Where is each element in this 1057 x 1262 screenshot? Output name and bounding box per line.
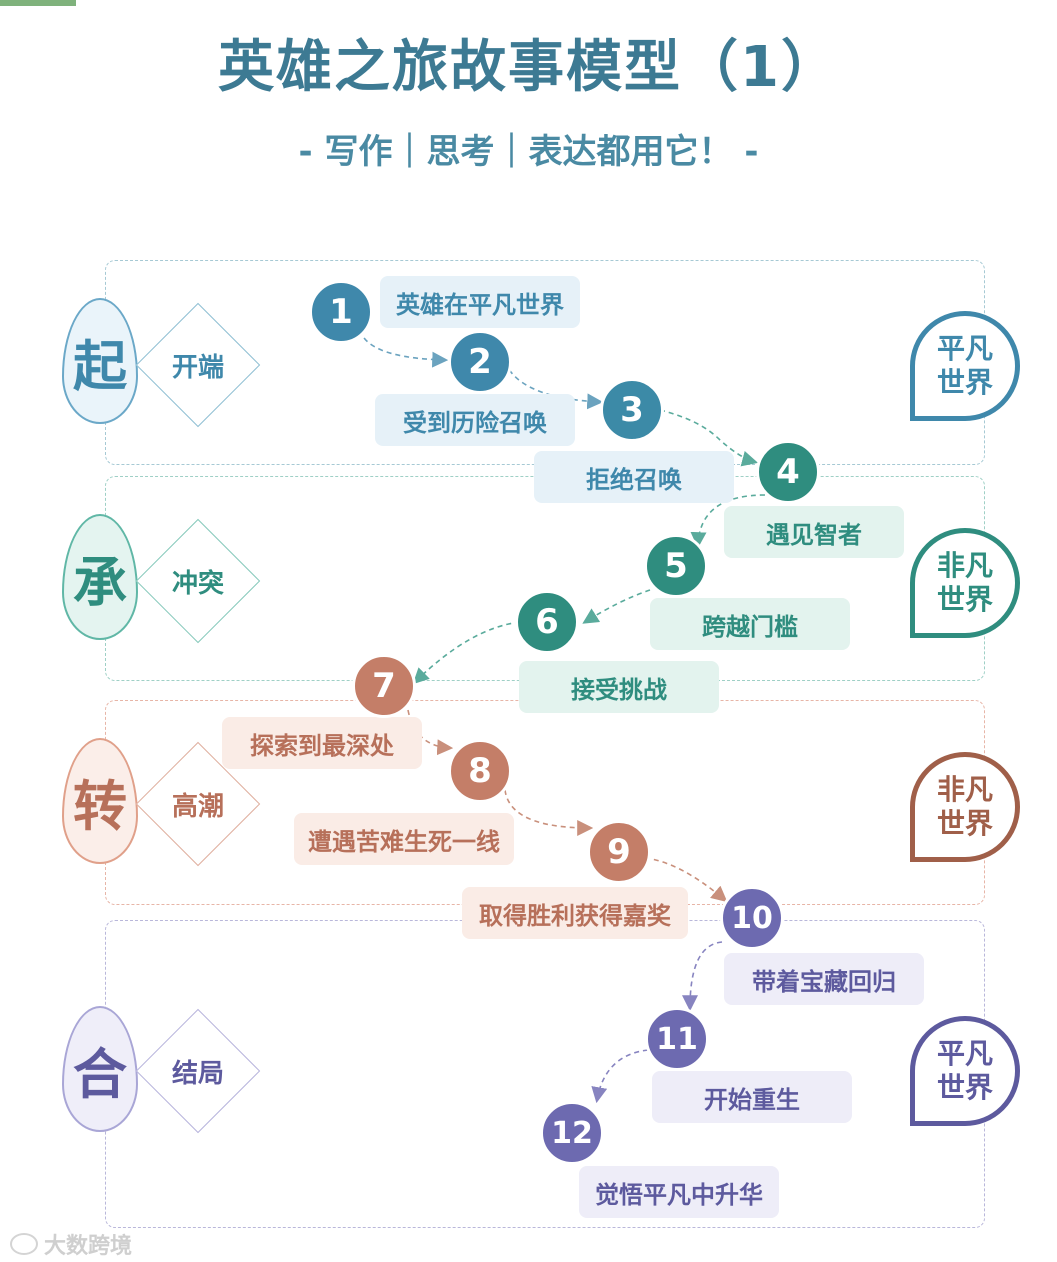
phase-label: 冲突 xyxy=(171,568,224,599)
page-subtitle: - 写作｜思考｜表达都用它！ - xyxy=(298,132,759,172)
connector-1-2 xyxy=(359,329,449,368)
phase-char-zhuan: 转 xyxy=(62,738,138,864)
step-node-6: 6 xyxy=(515,590,579,654)
watermark: 大数跨境 xyxy=(10,1228,132,1260)
page-title: 英雄之旅故事模型（1） xyxy=(218,35,839,100)
phase-diamond-4: 结局 xyxy=(135,1008,261,1134)
connector-10-11 xyxy=(682,941,723,1012)
world-badge-4: 平凡世界 xyxy=(910,1016,1020,1126)
connector-6-7 xyxy=(412,621,521,685)
phase-char-text: 起 xyxy=(73,334,127,398)
step-label-12: 觉悟平凡中升华 xyxy=(579,1166,779,1218)
connector-11-12 xyxy=(591,1049,649,1104)
step-label-8: 遭遇苦难生死一线 xyxy=(294,813,514,865)
phase-char-text: 承 xyxy=(73,550,127,614)
phase-label: 结局 xyxy=(171,1058,224,1089)
step-node-2: 2 xyxy=(448,330,512,394)
watermark-text: 大数跨境 xyxy=(44,1234,133,1259)
world-line-1: 平凡 xyxy=(936,1037,993,1070)
phase-label: 开端 xyxy=(171,352,224,383)
step-node-11: 11 xyxy=(645,1007,709,1071)
step-label-5: 跨越门槛 xyxy=(650,598,850,650)
world-badge-3: 非凡世界 xyxy=(910,752,1020,862)
world-line-2: 世界 xyxy=(936,583,993,616)
phase-char-text: 合 xyxy=(73,1042,127,1106)
world-line-2: 世界 xyxy=(936,1071,993,1104)
step-node-8: 8 xyxy=(448,739,512,803)
connector-3-4 xyxy=(659,409,759,467)
phase-char-text: 转 xyxy=(73,774,127,838)
step-node-9: 9 xyxy=(587,820,651,884)
connector-5-6 xyxy=(582,589,651,624)
weibo-logo-icon xyxy=(10,1233,38,1255)
step-label-2: 受到历险召唤 xyxy=(375,394,575,446)
phase-diamond-1: 开端 xyxy=(135,302,261,428)
connector-4-5 xyxy=(690,494,766,549)
step-label-4: 遇见智者 xyxy=(724,506,904,558)
phase-label: 高潮 xyxy=(171,791,224,822)
phase-diamond-3: 高潮 xyxy=(135,741,261,867)
step-label-7: 探索到最深处 xyxy=(222,717,422,769)
step-node-7: 7 xyxy=(352,654,416,718)
connector-8-9 xyxy=(504,789,594,836)
step-label-1: 英雄在平凡世界 xyxy=(380,276,580,328)
step-node-4: 4 xyxy=(756,440,820,504)
world-line-1: 非凡 xyxy=(936,773,993,806)
phase-char-cheng: 承 xyxy=(62,514,138,640)
step-label-6: 接受挑战 xyxy=(519,661,719,713)
connector-2-3 xyxy=(504,361,604,410)
step-label-3: 拒绝召唤 xyxy=(534,451,734,503)
step-node-3: 3 xyxy=(600,378,664,442)
world-line-1: 平凡 xyxy=(936,332,993,365)
step-label-9: 取得胜利获得嘉奖 xyxy=(462,887,688,939)
corner-accent-tab xyxy=(0,0,76,6)
step-node-1: 1 xyxy=(309,280,373,344)
step-node-12: 12 xyxy=(540,1101,604,1165)
step-label-11: 开始重生 xyxy=(652,1071,852,1123)
connector-9-10 xyxy=(644,857,728,903)
connector-7-8 xyxy=(407,709,454,756)
phase-diamond-2: 冲突 xyxy=(135,518,261,644)
world-line-2: 世界 xyxy=(936,366,993,399)
world-badge-2: 非凡世界 xyxy=(910,528,1020,638)
world-line-2: 世界 xyxy=(936,807,993,840)
step-node-5: 5 xyxy=(644,534,708,598)
step-node-10: 10 xyxy=(720,886,784,950)
world-line-1: 非凡 xyxy=(936,549,993,582)
world-badge-1: 平凡世界 xyxy=(910,311,1020,421)
step-label-10: 带着宝藏回归 xyxy=(724,953,924,1005)
phase-char-qi: 起 xyxy=(62,298,138,424)
